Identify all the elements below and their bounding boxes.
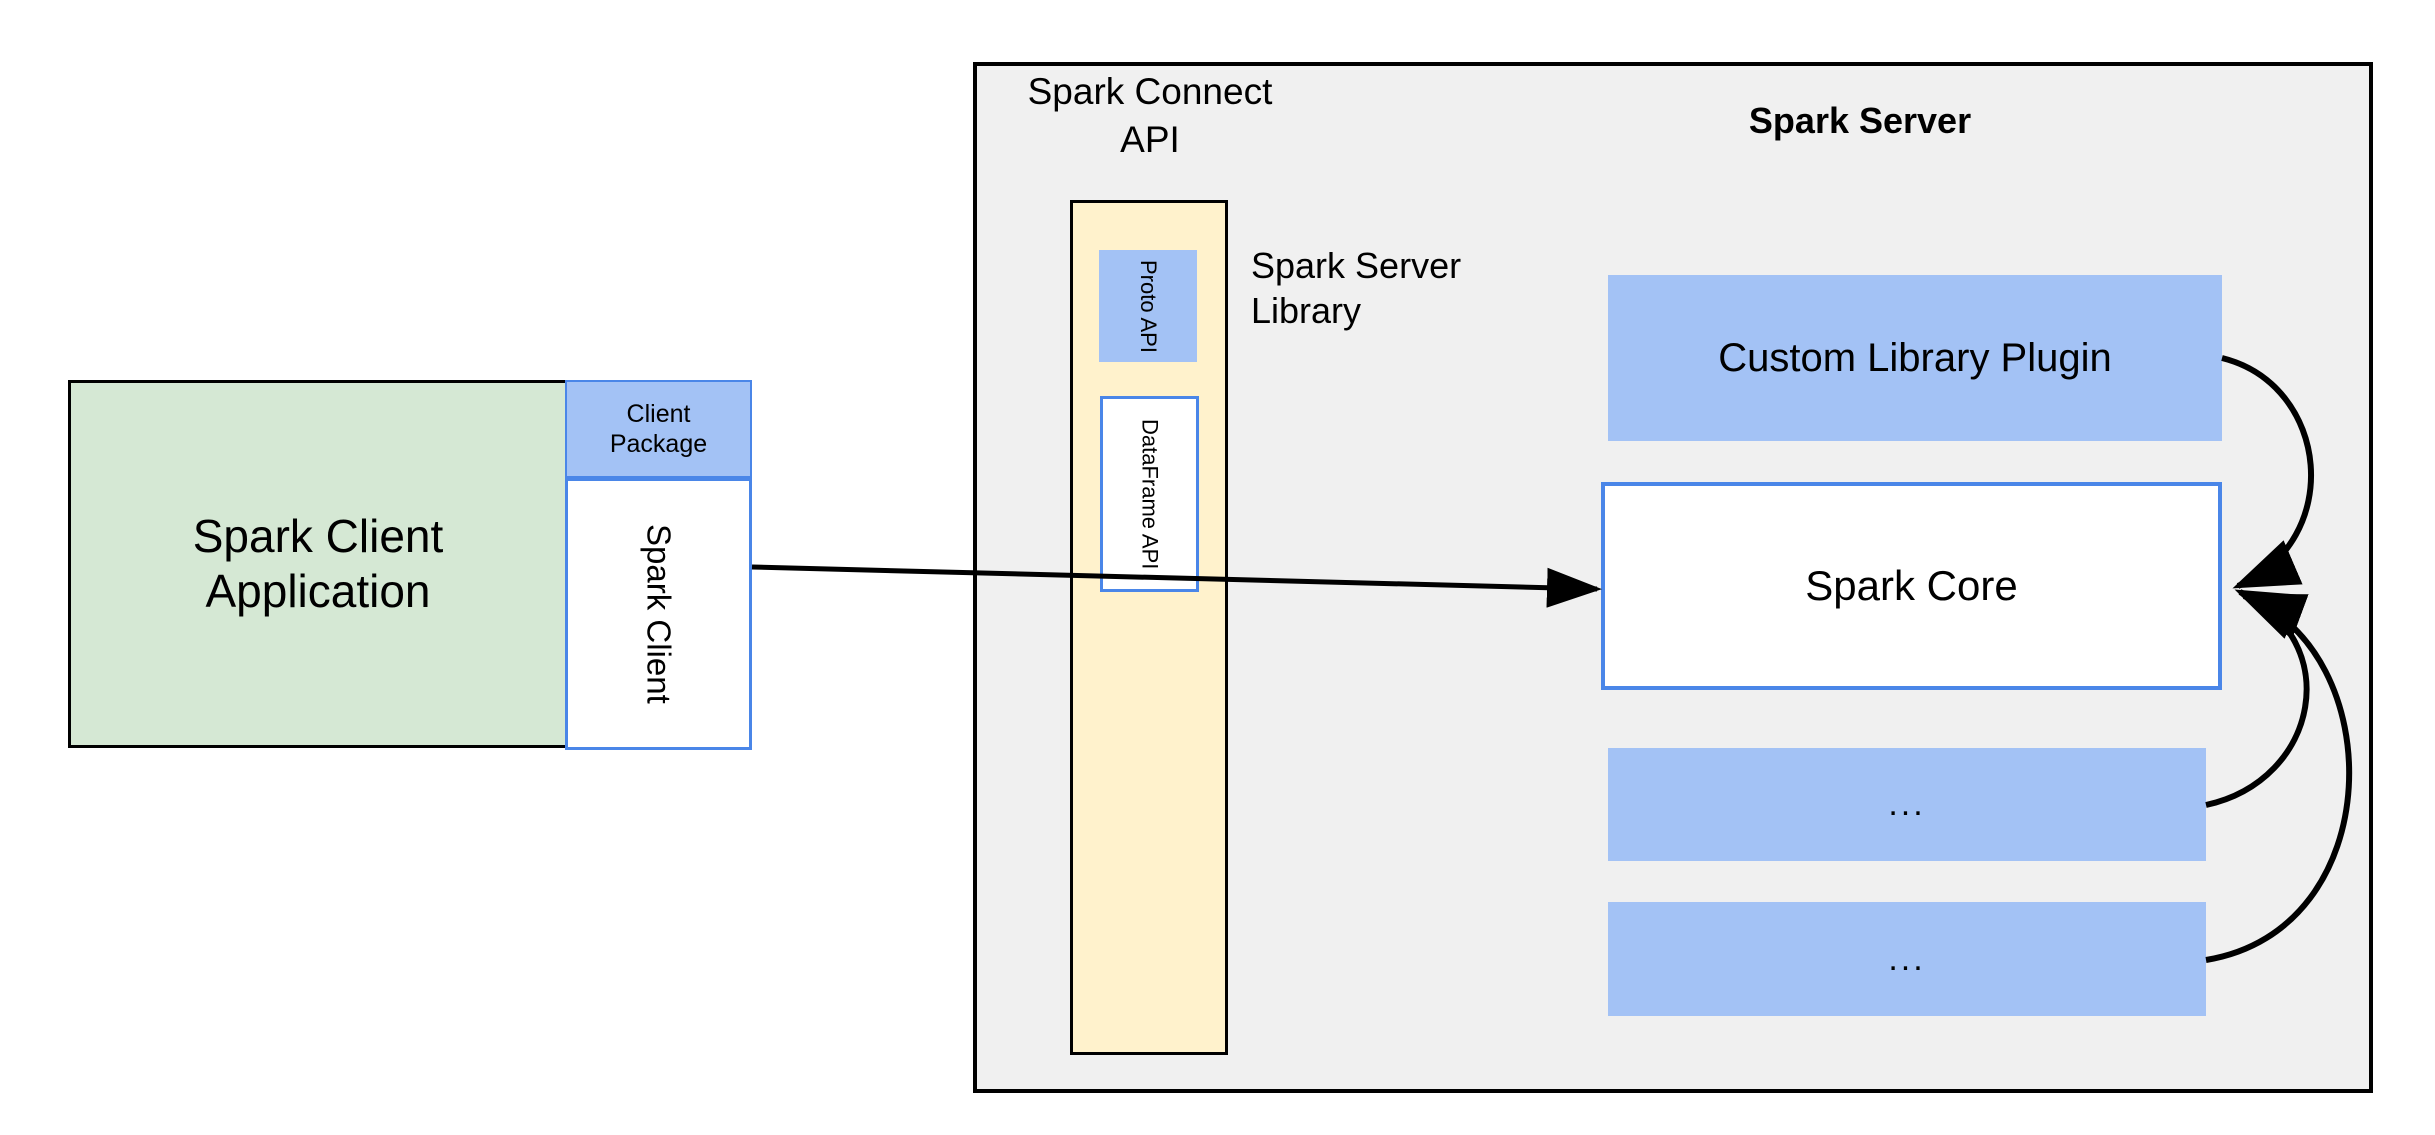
plugin-placeholder-label-1: ... <box>1888 785 1926 824</box>
spark-server-title: Spark Server <box>1748 100 1972 141</box>
plugin-placeholder-box-1[interactable]: ... <box>1608 748 2206 861</box>
spark-server-library-label: Spark Server Library <box>1251 245 1462 331</box>
spark-client-label: Spark Client <box>640 524 678 704</box>
custom-library-plugin-box[interactable]: Custom Library Plugin <box>1608 275 2222 441</box>
proto-api-label: Proto API <box>1136 259 1162 353</box>
spark-client-application-box[interactable]: Spark Client Application <box>68 380 568 748</box>
proto-api-box[interactable]: Proto API <box>1099 250 1197 362</box>
custom-library-plugin-label: Custom Library Plugin <box>1718 336 2112 380</box>
plugin-placeholder-label-2: ... <box>1888 939 1926 978</box>
client-package-label: Client Package <box>609 400 708 458</box>
dataframe-api-label: DataFrame API <box>1137 418 1163 570</box>
spark-connect-api-label: Spark Connect API <box>1027 71 1273 161</box>
spark-core-label: Spark Core <box>1805 561 2018 609</box>
client-package-box[interactable]: Client Package <box>565 380 752 478</box>
spark-core-box[interactable]: Spark Core <box>1601 482 2222 690</box>
spark-client-application-label: Spark Client Application <box>192 509 444 617</box>
spark-client-box[interactable]: Spark Client <box>565 478 752 750</box>
dataframe-api-box[interactable]: DataFrame API <box>1100 396 1199 592</box>
plugin-placeholder-box-2[interactable]: ... <box>1608 902 2206 1016</box>
